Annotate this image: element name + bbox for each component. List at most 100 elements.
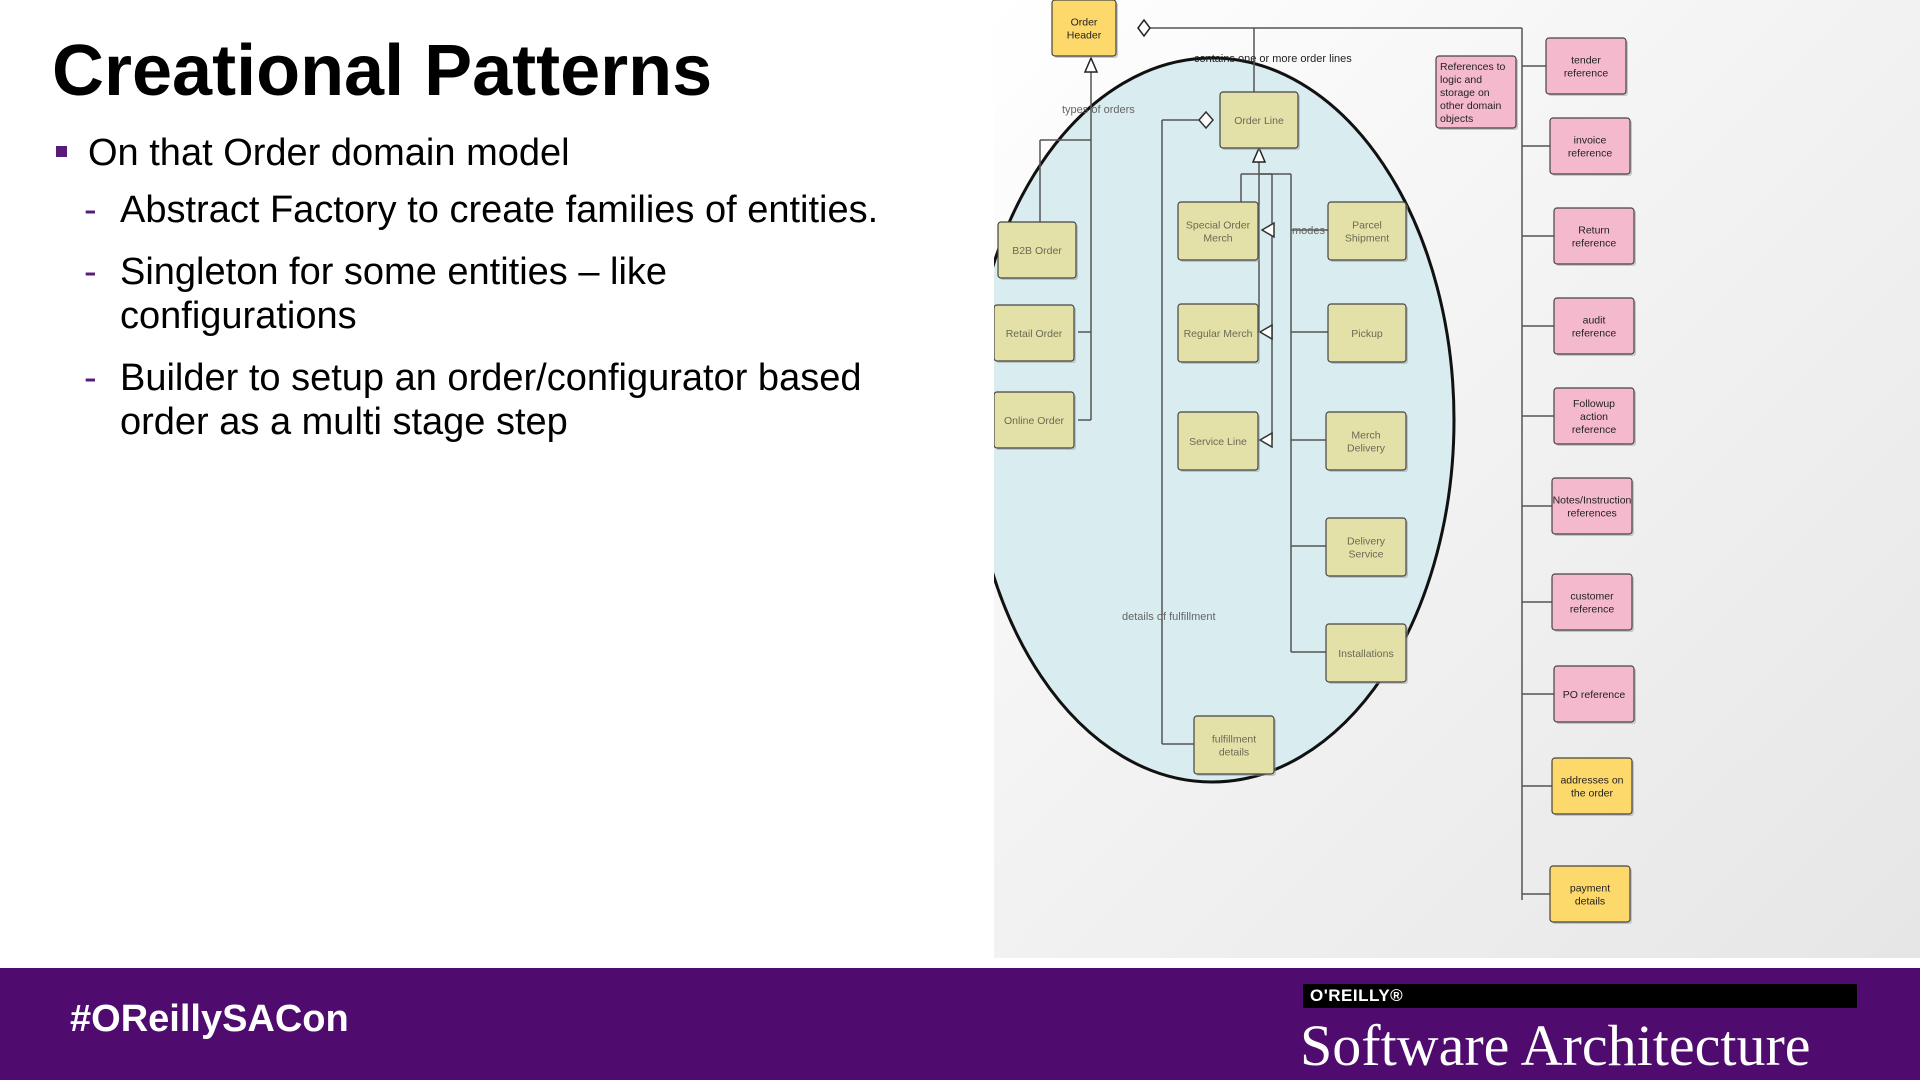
box-rect <box>1553 665 1635 723</box>
box-rect <box>1545 37 1627 95</box>
box-rect <box>1325 411 1407 471</box>
inheritance-arrow-icon <box>1083 56 1099 73</box>
brand-bar <box>1303 984 1857 1008</box>
entity-box-online-order: Online Order <box>994 391 1076 450</box>
box-rect <box>1177 411 1259 471</box>
box-rect <box>1553 387 1635 445</box>
conference-title: Software Architecture <box>1300 1013 1811 1078</box>
subbullet-text: Singleton for some entities – like confi… <box>120 251 668 337</box>
box-rect <box>1553 297 1635 355</box>
entity-box-pickup: Pickup <box>1327 303 1408 364</box>
box-label: Regular Merch <box>1184 328 1253 340</box>
box-rect <box>1177 303 1259 363</box>
box-rect <box>1549 117 1631 175</box>
box-rect <box>994 391 1075 449</box>
edge-label-types: types of orders <box>1062 104 1135 116</box>
hashtag: #OReillySACon <box>70 998 349 1040</box>
box-label: Retail Order <box>1006 328 1063 340</box>
box-label: Pickup <box>1351 328 1383 340</box>
box-rect <box>1051 0 1117 57</box>
box-label: Online Order <box>1004 415 1065 427</box>
entity-box-regular-merch: Regular Merch <box>1177 303 1260 364</box>
box-rect <box>1551 477 1633 535</box>
dash-bullet-icon: - <box>84 189 97 231</box>
box-rect <box>994 304 1075 362</box>
entity-box-retail-order: Retail Order <box>994 304 1076 363</box>
relationship-markers <box>1083 18 1275 449</box>
oreilly-logo-text: O'REILLY® <box>1310 986 1404 1005</box>
box-label: B2B Order <box>1012 245 1062 257</box>
subbullet-item: - Builder to setup an order/configurator… <box>52 356 952 444</box>
connector-lines <box>1039 27 1554 900</box>
edge-label-details: details of fulfillment <box>1122 611 1216 623</box>
dash-bullet-icon: - <box>84 357 97 399</box>
bullet-item: On that Order domain model <box>52 130 952 176</box>
entity-box-service-line: Service Line <box>1177 411 1260 472</box>
dash-bullet-icon: - <box>84 251 97 293</box>
box-rect <box>1553 207 1635 265</box>
domain-model-diagram: contains one or more order lines types o… <box>994 0 1920 958</box>
subbullet-text: Abstract Factory to create families of e… <box>120 189 879 231</box>
entity-box-order-line: Order Line <box>1219 91 1300 150</box>
aggregation-diamond-icon <box>1198 110 1214 130</box>
box-rect <box>1327 303 1407 363</box>
inheritance-arrow-icon <box>1251 146 1267 163</box>
box-rect <box>1177 201 1259 261</box>
subbullet-item: - Abstract Factory to create families of… <box>52 188 952 232</box>
inheritance-arrow-icon <box>1258 323 1273 341</box>
edge-label-modes: modes <box>1292 225 1326 237</box>
inheritance-arrow-icon <box>1260 221 1275 239</box>
box-label: Installations <box>1338 648 1393 660</box>
box-rect <box>1193 715 1275 775</box>
inheritance-arrow-icon <box>1258 431 1273 449</box>
bullet-text: On that Order domain model <box>88 132 570 174</box>
edge-label-contains: contains one or more order lines <box>1194 53 1352 65</box>
subbullet-text: Builder to setup an order/configurator b… <box>120 357 862 443</box>
box-rect <box>1551 757 1633 815</box>
box-rect <box>1327 201 1407 261</box>
box-rect <box>1551 573 1633 631</box>
aggregation-diamond-icon <box>1137 18 1151 38</box>
slide-title: Creational Patterns <box>52 31 713 111</box>
entity-box-po-reference: PO reference <box>1553 665 1636 724</box>
box-rect <box>1219 91 1299 149</box>
box-rect <box>1325 517 1407 577</box>
entity-box-installations: Installations <box>1325 623 1408 684</box>
box-rect <box>997 221 1077 279</box>
square-bullet-icon <box>56 146 67 157</box>
box-rect <box>1435 55 1517 129</box>
entity-box-b2b-order: B2B Order <box>997 221 1078 280</box>
subbullet-item: - Singleton for some entities – like con… <box>52 250 952 338</box>
bullet-list: On that Order domain model - Abstract Fa… <box>52 130 952 462</box>
